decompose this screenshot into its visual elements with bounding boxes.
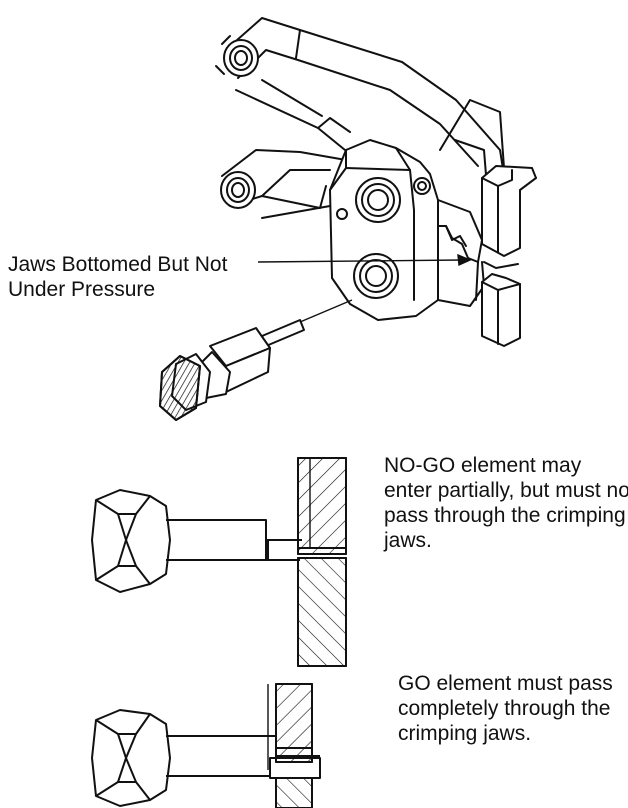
nogo-note-line-4: jaws. — [384, 529, 432, 552]
jaws-callout-label: Jaws Bottomed But Not Under Pressure — [8, 252, 227, 302]
nogo-note-line-3: pass through the crimping — [384, 504, 626, 527]
go-note-line-1: GO element must pass — [398, 672, 613, 695]
nogo-note-line-1: NO-GO element may — [384, 454, 582, 477]
callout-line-1: Jaws Bottomed But Not — [8, 253, 228, 276]
gauge-tool — [159, 299, 353, 421]
nogo-section-view — [91, 457, 347, 667]
go-section-view — [91, 683, 321, 808]
nogo-note: NO-GO element may enter partially, but m… — [384, 453, 628, 553]
nogo-note-line-2: enter partially, but must not — [384, 479, 628, 502]
callout-line-2: Under Pressure — [8, 278, 156, 301]
crimp-tool-head — [215, 17, 537, 347]
callout-leader — [257, 253, 472, 267]
go-note-line-3: crimping jaws. — [398, 722, 532, 745]
go-note-line-2: completely through the — [398, 697, 611, 720]
go-note: GO element must pass completely through … — [398, 671, 613, 746]
